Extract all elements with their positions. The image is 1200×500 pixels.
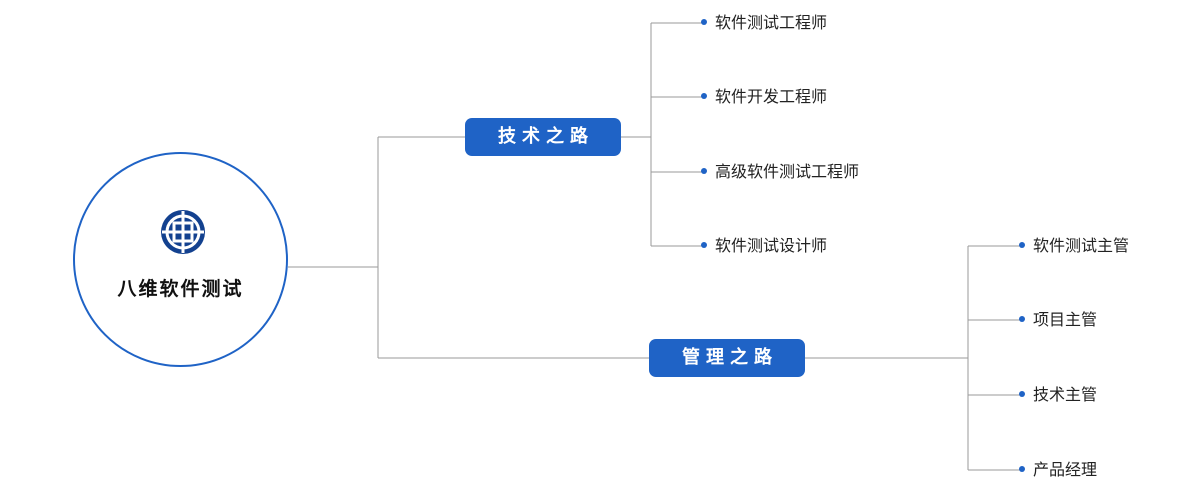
branch-tech-path: 技术之路 (465, 118, 621, 156)
bullet-dot-icon (1019, 241, 1025, 248)
leaf-item: 软件测试设计师 (701, 234, 827, 258)
bullet-dot-icon (1019, 315, 1025, 322)
root-node: 八维软件测试 (73, 152, 288, 367)
leaf-item: 软件测试主管 (1019, 234, 1129, 258)
leaf-label: 软件测试设计师 (715, 236, 828, 255)
bullet-dot-icon (701, 92, 707, 99)
globe-icon (161, 210, 205, 254)
bullet-dot-icon (701, 18, 707, 25)
branch-management-path: 管理之路 (649, 339, 805, 377)
leaf-item: 技术主管 (1019, 383, 1097, 407)
leaf-label: 技术主管 (1033, 385, 1098, 404)
bullet-dot-icon (1019, 465, 1025, 472)
leaf-item: 项目主管 (1019, 308, 1097, 332)
leaf-label: 软件开发工程师 (715, 87, 828, 106)
leaf-item: 软件开发工程师 (701, 85, 827, 109)
leaf-label: 项目主管 (1033, 310, 1098, 329)
leaf-label: 产品经理 (1033, 460, 1098, 479)
leaf-label: 软件测试工程师 (715, 13, 828, 32)
leaf-item: 软件测试工程师 (701, 11, 827, 35)
bullet-dot-icon (701, 167, 707, 174)
leaf-label: 软件测试主管 (1033, 236, 1130, 255)
root-title: 八维软件测试 (117, 278, 244, 300)
leaf-label: 高级软件测试工程师 (715, 162, 860, 181)
leaf-item: 高级软件测试工程师 (701, 160, 859, 184)
bullet-dot-icon (701, 241, 707, 248)
leaf-item: 产品经理 (1019, 458, 1097, 482)
bullet-dot-icon (1019, 390, 1025, 397)
